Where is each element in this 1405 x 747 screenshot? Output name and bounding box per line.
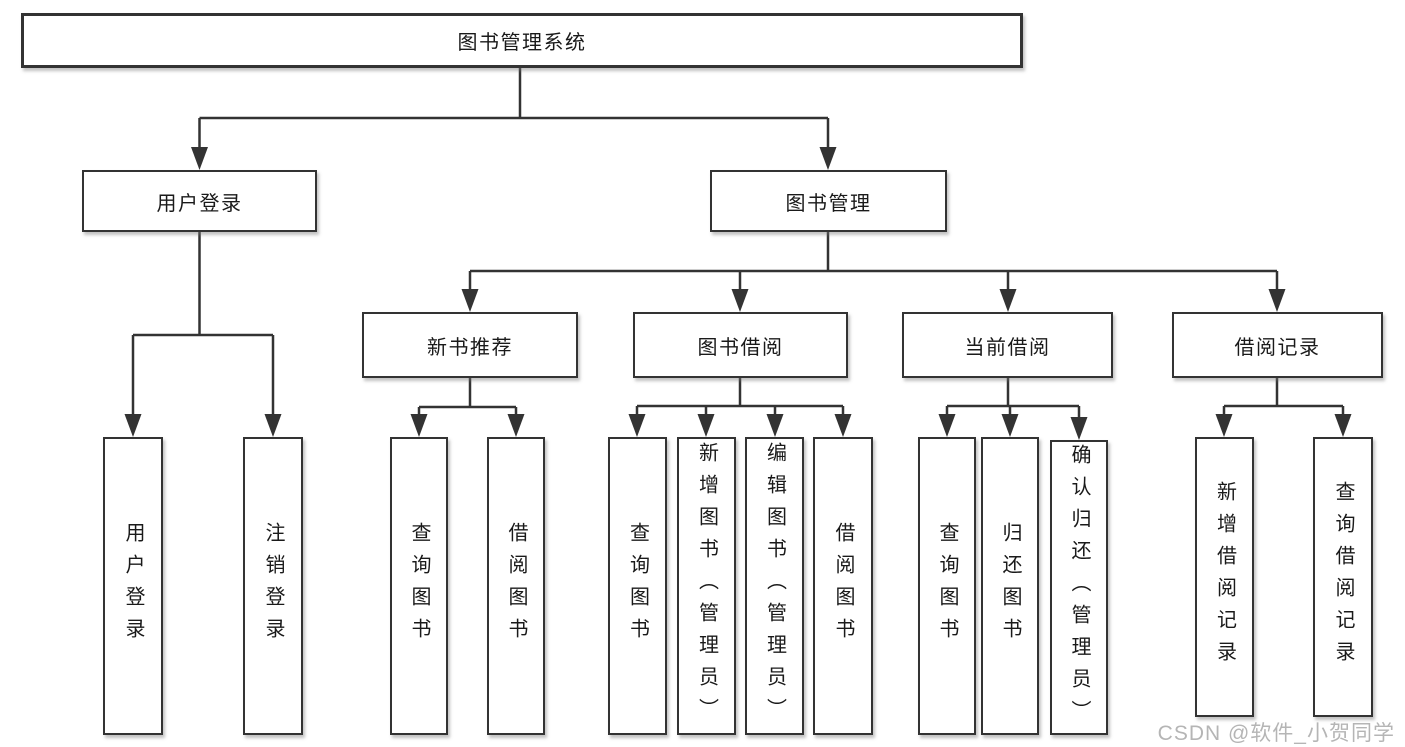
arrowhead	[264, 414, 282, 437]
node-label: 借阅记录	[1234, 336, 1321, 359]
node-label: 图书管理系统	[457, 32, 587, 54]
arrowhead	[834, 414, 852, 437]
node-label: 用户登录	[156, 192, 243, 215]
connector-borrow-records-branch	[1222, 378, 1345, 416]
node-borrowing-records: 借阅记录	[1172, 312, 1383, 378]
arrowhead	[1001, 414, 1019, 437]
arrowhead	[938, 414, 956, 437]
connector-book-management-branch	[468, 232, 1279, 291]
node-label: 查询图书	[408, 522, 430, 650]
connector-current-borrowing-branch	[945, 378, 1081, 419]
leaf-records-add-record: 新增借阅记录	[1195, 437, 1254, 717]
arrowhead	[507, 414, 525, 437]
connector-user-login-branch	[131, 232, 275, 416]
arrowhead	[410, 414, 428, 437]
node-label: 借阅图书	[832, 522, 854, 650]
node-label: 编辑图书（管理员）	[763, 442, 786, 730]
node-new-book-recommendation: 新书推荐	[362, 312, 578, 378]
connector-new-book-branch	[417, 378, 518, 416]
node-label: 确认归还（管理员）	[1068, 443, 1090, 732]
node-label: 新增借阅记录	[1213, 481, 1236, 673]
node-current-borrowing: 当前借阅	[902, 312, 1113, 378]
leaf-current-confirm-return-admin: 确认归还（管理员）	[1050, 440, 1108, 735]
leaf-logout-login: 注销登录	[243, 437, 303, 735]
node-label: 查询图书	[626, 522, 649, 650]
node-label: 用户登录	[122, 522, 144, 650]
arrowhead	[1268, 289, 1286, 312]
leaf-newbook-borrow-books: 借阅图书	[487, 437, 545, 735]
arrowhead	[766, 414, 784, 437]
arrowhead	[461, 289, 479, 312]
leaf-user-login: 用户登录	[103, 437, 163, 735]
leaf-newbook-query-books: 查询图书	[390, 437, 448, 735]
leaf-current-return-books: 归还图书	[981, 437, 1039, 735]
arrowhead	[999, 289, 1017, 312]
arrowhead	[1334, 414, 1352, 437]
csdn-watermark: CSDN @软件_小贺同学	[1157, 722, 1395, 745]
arrowhead	[124, 414, 142, 437]
node-label: 查询借阅记录	[1332, 481, 1354, 673]
arrowhead	[1215, 414, 1233, 437]
node-label: 图书管理	[785, 192, 872, 215]
node-library-management-system: 图书管理系统	[21, 13, 1023, 68]
leaf-borrow-query-books: 查询图书	[608, 437, 667, 735]
node-label: 借阅图书	[505, 522, 527, 650]
node-label: 新增图书（管理员）	[695, 442, 718, 730]
leaf-current-query-books: 查询图书	[918, 437, 976, 735]
leaf-borrow-borrow-books: 借阅图书	[813, 437, 873, 735]
arrowhead	[731, 289, 749, 312]
arrowhead	[628, 414, 646, 437]
node-book-borrowing: 图书借阅	[633, 312, 848, 378]
node-label: 归还图书	[999, 522, 1021, 650]
leaf-borrow-add-books-admin: 新增图书（管理员）	[677, 437, 736, 735]
connector-stems	[131, 68, 1345, 419]
connector-root-to-level2	[198, 68, 830, 149]
arrowhead	[191, 147, 208, 170]
arrowhead	[697, 414, 715, 437]
leaf-borrow-edit-books-admin: 编辑图书（管理员）	[745, 437, 804, 735]
node-label: 新书推荐	[427, 336, 513, 359]
leaf-records-query-record: 查询借阅记录	[1313, 437, 1373, 717]
node-user-login: 用户登录	[82, 170, 317, 232]
arrowhead	[1070, 417, 1088, 440]
arrowheads	[124, 147, 1352, 440]
connector-book-borrowing-branch	[635, 378, 845, 416]
arrowhead	[819, 147, 837, 170]
node-book-management: 图书管理	[710, 170, 947, 232]
node-label: 查询图书	[936, 522, 958, 650]
node-label: 当前借阅	[964, 336, 1051, 359]
node-label: 注销登录	[262, 522, 284, 650]
node-label: 图书借阅	[697, 336, 784, 359]
